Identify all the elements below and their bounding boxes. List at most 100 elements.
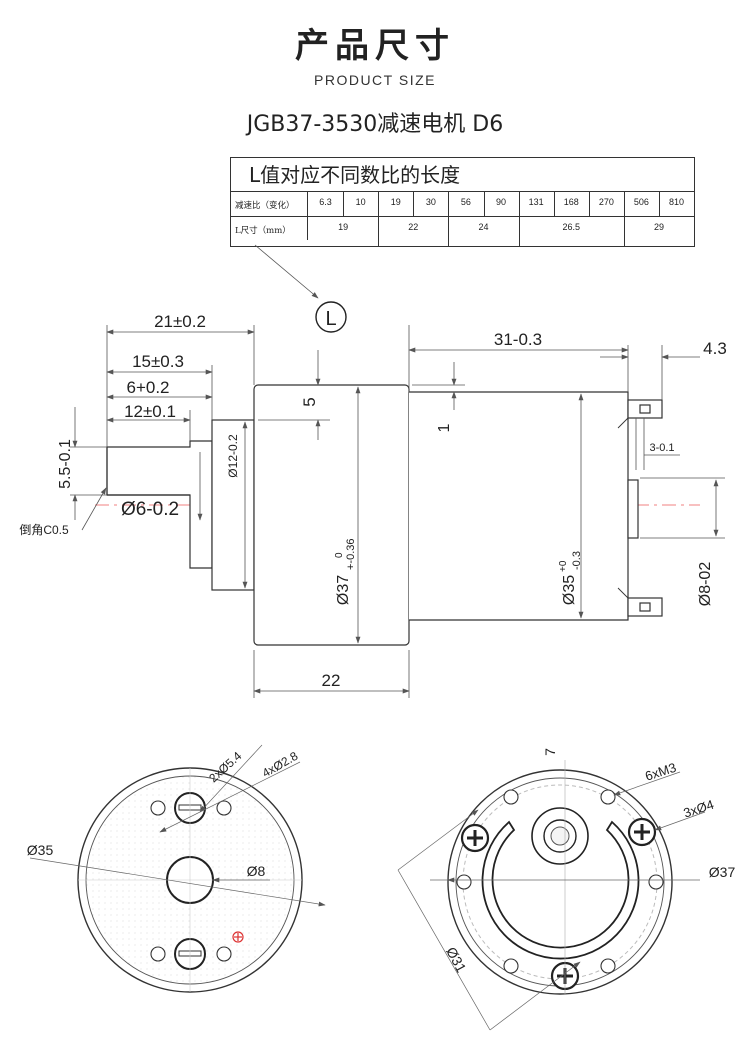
ratio-col-divider [343, 192, 345, 216]
length-col-divider [623, 216, 625, 246]
front-shaft-flat [550, 826, 570, 846]
length-cell: 22 [408, 222, 419, 232]
ratio-col-divider [518, 192, 520, 216]
length-col-divider [448, 216, 450, 246]
label-22: 22 [322, 671, 341, 690]
terminal-bottom-hole [639, 602, 651, 612]
length-cell: 29 [653, 222, 664, 232]
label-d37: Ø37 [335, 575, 352, 605]
front-label-d37: Ø37 [709, 864, 736, 880]
rear-label-d8: Ø8 [247, 863, 266, 879]
length-cell: 26.5 [562, 222, 580, 232]
screw-icon-1 [460, 823, 490, 853]
label-12: 12±0.1 [124, 402, 176, 421]
l-marker-circle [315, 301, 347, 333]
length-row-label: L尺寸（mm） [235, 226, 291, 236]
rear-leader-2x54 [199, 744, 263, 813]
ratio-cell: 10 [355, 197, 366, 207]
rear-leader-4x28 [159, 761, 301, 833]
front-label-7: 7 [542, 748, 558, 756]
rear-label-d35: Ø35 [27, 842, 54, 858]
model-title: JGB37-3530减速电机 D6 [246, 112, 504, 137]
label-d8: Ø8-02 [697, 562, 714, 607]
label-d35-tol-lower: -0.3 [571, 551, 583, 570]
ratio-cell: 19 [390, 197, 401, 207]
ratio-col-divider [413, 192, 415, 216]
label-3: 3-0.1 [649, 442, 674, 454]
ratio-col-divider [448, 192, 450, 216]
l-leader: L [254, 244, 347, 333]
label-15: 15±0.3 [132, 352, 184, 371]
side-labels: 21±0.2 15±0.3 6+0.2 12±0.1 5 5.5-0.1 Ø6-… [19, 312, 727, 690]
label-d35-group: Ø35 +0 -0.3 [558, 551, 583, 605]
rear-view: 2xØ5.4 4xØ2.8 Ø35 Ø8 [27, 744, 326, 993]
ratio-cell: 810 [669, 197, 685, 207]
ratio-col-divider [483, 192, 485, 216]
ratio-col-divider [659, 192, 660, 216]
rear-leader-d35 [29, 857, 326, 907]
ratio-row-label: 减速比（变化） [235, 201, 295, 211]
page-title: 产品尺寸 [295, 26, 455, 66]
label-d35: Ø35 [561, 575, 578, 605]
front-leader-d31 [397, 869, 491, 1031]
front-label-3x4: 3xØ4 [682, 797, 716, 821]
ratio-cell: 131 [528, 197, 544, 207]
label-d37-tol-upper: 0 [334, 552, 345, 558]
m3-hole-2 [600, 789, 616, 805]
rear-small-hole-1 [150, 800, 166, 816]
label-d12: Ø12-0.2 [226, 434, 240, 478]
ratio-col-divider [588, 192, 590, 216]
front-view: 7 6xM3 3xØ4 Ø37 Ø31 [397, 748, 736, 1031]
screw-icon-2 [627, 817, 657, 847]
front-label-d31: Ø31 [443, 944, 470, 975]
ratio-cell: 168 [563, 197, 579, 207]
label-d35-tol-upper: +0 [558, 560, 569, 572]
l-marker-label: L [325, 308, 336, 330]
label-d37-tol-lower: +-0.36 [345, 539, 357, 571]
length-cell: 24 [478, 222, 489, 232]
label-5-5: 5.5-0.1 [57, 439, 74, 489]
label-chamfer: 倒角C0.5 [19, 523, 69, 537]
ratio-cell: 30 [425, 197, 436, 207]
m3-hole-5 [503, 958, 519, 974]
label-1: 1 [436, 423, 453, 432]
ratio-col-divider [623, 192, 625, 216]
length-cell: 19 [338, 222, 349, 232]
ratio-cell: 6.3 [319, 197, 332, 207]
label-4-3: 4.3 [703, 339, 727, 358]
terminal-top-hole [639, 404, 651, 414]
terminal-bottom-lead [617, 587, 629, 599]
l-table-title: L值对应不同数比的长度 [231, 158, 694, 192]
label-21: 21±0.2 [154, 312, 206, 331]
m3-hole-1 [503, 789, 519, 805]
label-31: 31-0.3 [494, 330, 542, 349]
front-label-6xm3: 6xM3 [643, 760, 678, 784]
l-table-label-divider [307, 192, 308, 240]
ratio-col-divider [553, 192, 555, 216]
side-view [95, 384, 700, 646]
front-crescent-slot [481, 820, 640, 960]
polarity-plus-icon [232, 931, 244, 943]
label-d37-group: Ø37 0 +-0.36 [334, 539, 357, 606]
terminal-top-lead [617, 417, 629, 429]
length-col-divider [518, 216, 520, 246]
gearbox-body [253, 384, 410, 646]
front-leader-6xm3 [613, 771, 681, 796]
label-6: 6+0.2 [126, 378, 169, 397]
chamfer-leader [81, 487, 107, 531]
m3-hole-3 [456, 874, 472, 890]
rear-small-hole-4 [216, 946, 232, 962]
bearing-boss [627, 479, 639, 539]
m3-hole-6 [600, 958, 616, 974]
front-leader-d31-bot [489, 961, 581, 1031]
side-dimensions [70, 325, 725, 698]
ratio-cell: 90 [496, 197, 507, 207]
length-col-divider [378, 216, 380, 246]
label-5: 5 [300, 397, 319, 406]
front-leader-d31-top [397, 809, 479, 871]
ratio-cell: 270 [598, 197, 614, 207]
m3-hole-4 [648, 874, 664, 890]
